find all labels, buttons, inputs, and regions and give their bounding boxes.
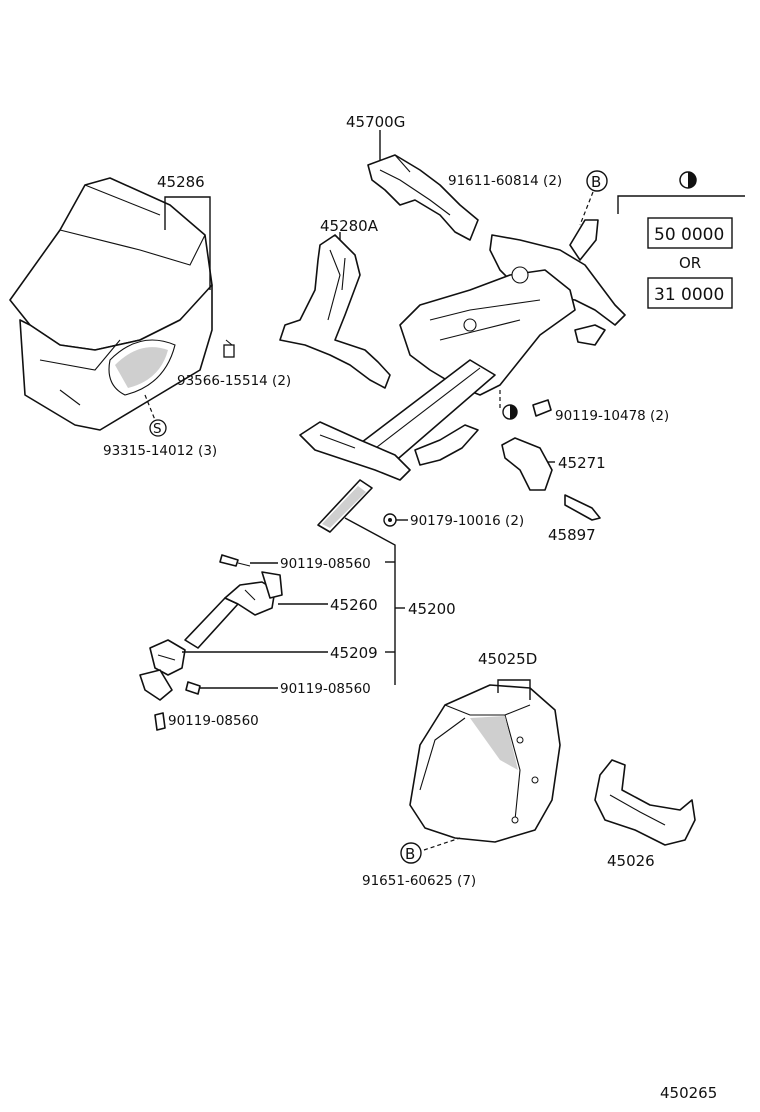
label-93315: 93315-14012 (3): [103, 443, 217, 459]
legend-or: OR: [679, 254, 701, 272]
label-93566: 93566-15514 (2): [177, 373, 291, 389]
legend-box-2: [647, 277, 733, 309]
label-45026: 45026: [607, 852, 655, 870]
legend-box-1: [647, 217, 733, 249]
legend: 50 0000 OR 31 0000: [617, 171, 745, 309]
b-marker-top-icon: B: [586, 170, 608, 192]
boot-45025d-part: [409, 684, 561, 843]
bracket-45700g-part: [367, 154, 479, 241]
label-45700G: 45700G: [346, 113, 405, 131]
leader-45200-bracket: [344, 517, 396, 685]
legend-box-2-text: 31 0000: [654, 285, 724, 305]
label-90119-a: 90119-08560: [280, 556, 371, 572]
label-45200: 45200: [408, 600, 456, 618]
s-marker-icon: S: [149, 419, 167, 437]
bracket-45026-part: [594, 759, 696, 846]
label-90119-c: 90119-08560: [168, 713, 259, 729]
joint-45209-part: [139, 639, 186, 701]
bolt-90119-10478-icon: [532, 399, 552, 417]
label-91611: 91611-60814 (2): [448, 173, 562, 189]
label-90119-b: 90119-08560: [280, 681, 371, 697]
label-91651: 91651-60625 (7): [362, 873, 476, 889]
column-cover-upper-part: [9, 177, 213, 431]
steering-column-part: [299, 219, 626, 533]
label-45209: 45209: [330, 644, 378, 662]
s-marker-text: S: [153, 421, 162, 437]
leader-45286: [164, 196, 211, 290]
b-marker-bottom-text: B: [405, 845, 415, 863]
legend-box-1-text: 50 0000: [654, 225, 724, 245]
bolt-90119-08560-a-icon: [219, 554, 251, 567]
label-45280A: 45280A: [320, 217, 379, 235]
label-90179: 90179-10016 (2): [410, 513, 524, 529]
half-circle-marker-icon: [502, 404, 518, 420]
b-marker-top-text: B: [591, 173, 601, 191]
b-marker-bottom-icon: B: [400, 842, 422, 864]
bracket-45280a-part: [279, 234, 391, 389]
label-45271: 45271: [558, 454, 606, 472]
joint-45260-part: [184, 571, 283, 649]
half-circle-symbol-icon: [679, 171, 697, 189]
label-45897: 45897: [548, 526, 596, 544]
bolt-90119-08560-b-icon: [185, 681, 201, 695]
label-45286: 45286: [157, 173, 205, 191]
diagram-id: 450265: [660, 1084, 717, 1102]
label-45260: 45260: [330, 596, 378, 614]
clamp-45271-part: [501, 437, 553, 491]
bolt-45897-icon: [564, 494, 601, 521]
bolt-90119-08560-c-icon: [154, 712, 166, 731]
screw-93566-icon: [223, 339, 235, 358]
label-45025D: 45025D: [478, 650, 537, 668]
label-90119-10478: 90119-10478 (2): [555, 408, 669, 424]
nut-90179-icon: [383, 513, 397, 527]
